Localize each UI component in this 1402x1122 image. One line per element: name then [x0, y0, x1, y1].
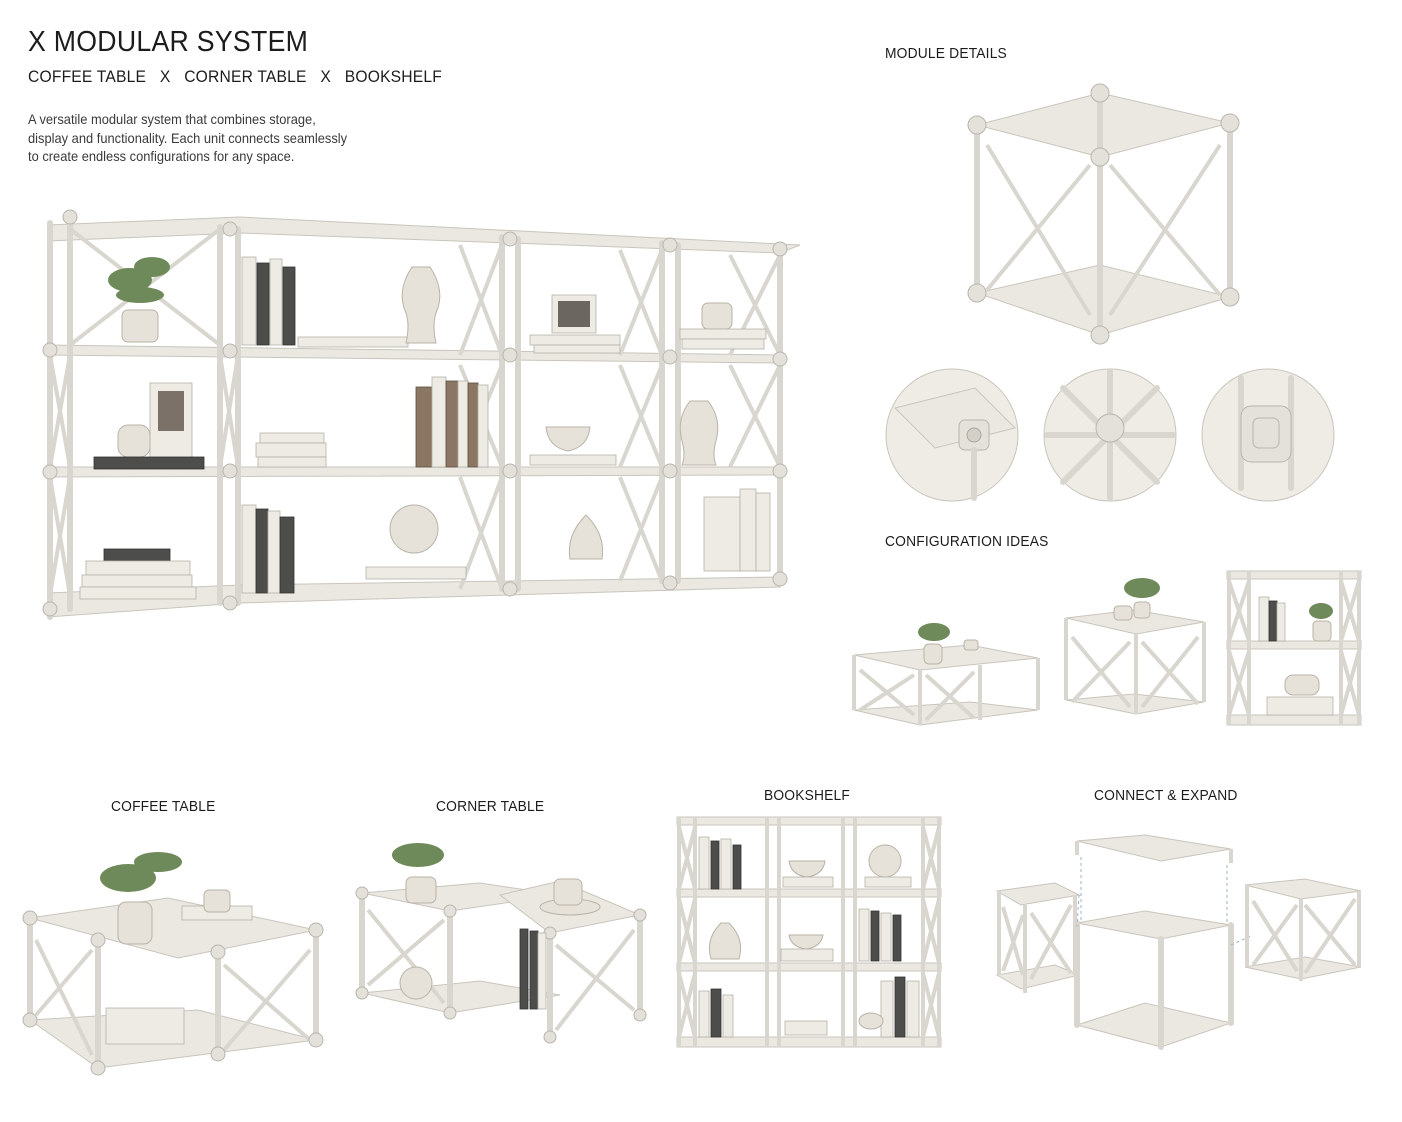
- corner-table-books: [519, 928, 547, 1010]
- coffee-table-illustration: [22, 852, 324, 1076]
- config-corner-table: [1064, 578, 1206, 715]
- module-details-label: MODULE DETAILS: [885, 45, 1007, 62]
- subtitle-bookshelf: BOOKSHELF: [344, 67, 443, 86]
- description-line: to create endless configurations for any…: [28, 148, 295, 164]
- subtitle-coffee-table: COFFEE TABLE: [28, 67, 147, 86]
- connect-expand-label: CONNECT & EXPAND: [1094, 787, 1238, 804]
- config-coffee-table: [852, 623, 1040, 726]
- hero-bookshelf-illustration: [42, 209, 801, 620]
- books-row-3: [241, 504, 295, 594]
- books-row-3-right: [703, 488, 771, 572]
- detail-circle-cross: [1043, 368, 1177, 502]
- subtitle: COFFEE TABLE X CORNER TABLE X BOOKSHELF: [28, 67, 451, 87]
- page-title: X MODULAR SYSTEM: [28, 26, 309, 58]
- bookshelf-label: BOOKSHELF: [764, 787, 851, 804]
- detail-circle-corner: [885, 368, 1019, 502]
- description-line: display and functionality. Each unit con…: [28, 129, 348, 146]
- coffee-table-label: COFFEE TABLE: [111, 798, 216, 815]
- plant-decor: [108, 257, 170, 343]
- description-line: A versatile modular system that combines…: [28, 111, 316, 127]
- description: A versatile modular system that combines…: [28, 110, 359, 166]
- connect-expand-illustration: [995, 834, 1362, 1050]
- config-bookshelf: [1226, 570, 1362, 726]
- corner-table-illustration: [355, 843, 647, 1044]
- corner-table-label: CORNER TABLE: [436, 798, 545, 815]
- detail-circle-joint: [1201, 368, 1335, 502]
- bookshelf-illustration: [676, 816, 942, 1048]
- frame-photo: [529, 294, 621, 354]
- vase: [401, 266, 441, 344]
- module-cube-illustration: [967, 83, 1240, 345]
- subtitle-separator: X: [320, 67, 332, 86]
- subtitle-separator: X: [159, 67, 171, 86]
- configuration-ideas-label: CONFIGURATION IDEAS: [885, 533, 1049, 550]
- books-row-1: [241, 256, 409, 348]
- books-row-2: [415, 376, 489, 468]
- subtitle-corner-table: CORNER TABLE: [184, 67, 307, 86]
